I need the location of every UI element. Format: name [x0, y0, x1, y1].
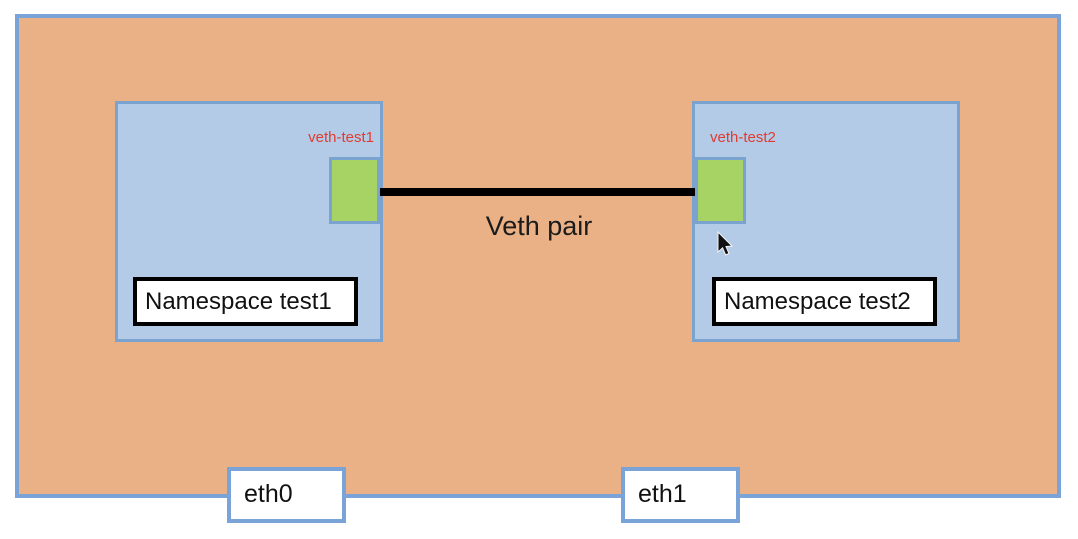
- namespace-name-plate-test2: Namespace test2: [712, 277, 937, 326]
- namespace-name-plate-test1: Namespace test1: [133, 277, 358, 326]
- veth-interface-label-test1: veth-test1: [308, 129, 374, 146]
- veth-port-test2: [695, 157, 746, 224]
- veth-pair-caption: Veth pair: [485, 211, 593, 241]
- veth-pair-link-line: [380, 188, 697, 196]
- veth-interface-label-test2: veth-test2: [710, 129, 776, 146]
- veth-port-test1: [329, 157, 380, 224]
- host-interface-eth0: eth0: [227, 467, 346, 523]
- host-interface-eth1: eth1: [621, 467, 740, 523]
